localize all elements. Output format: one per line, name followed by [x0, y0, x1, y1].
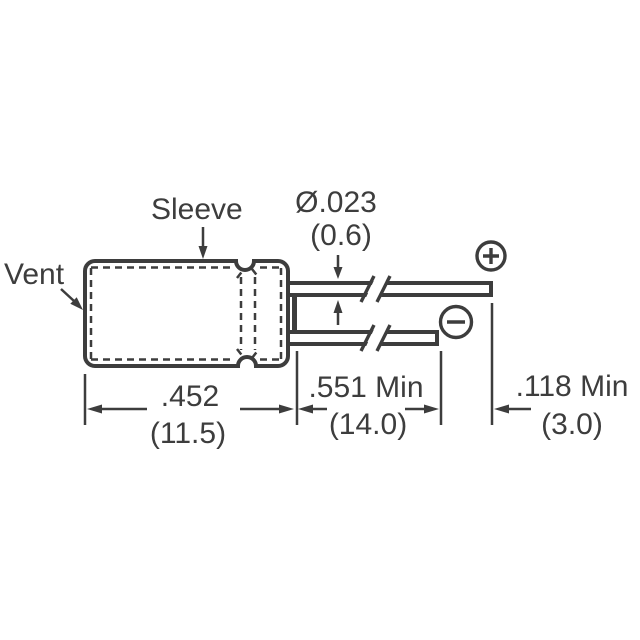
lead-diameter-inches: Ø.023: [295, 186, 377, 219]
negative-terminal-icon: [438, 304, 474, 340]
negative-lead-break-icon: [359, 324, 392, 353]
lead-diameter-arrows: [333, 255, 343, 325]
sleeve-arrow: [198, 227, 208, 259]
lead-length-inches: .551 Min: [308, 371, 424, 404]
positive-lead: [284, 281, 493, 297]
body-length-inches: .452: [160, 380, 220, 413]
vent-arrow: [60, 288, 83, 310]
capacitor-body-outline: [83, 259, 290, 368]
positive-terminal-icon: [475, 240, 507, 272]
negative-lead: [284, 330, 439, 346]
sleeve-label: Sleeve: [151, 193, 243, 226]
sleeve-dashed-outline: [89, 266, 283, 361]
crimp-dashed-lines: [236, 268, 260, 359]
lead-length-mm: (14.0): [328, 408, 408, 441]
lead-length-dimension-line: [298, 404, 439, 414]
body-length-mm: (11.5): [149, 417, 227, 450]
positive-lead-break-icon: [359, 275, 392, 304]
extension-lines: [83, 303, 494, 425]
body-length-dimension-line: [87, 404, 294, 414]
lead-tip-mm: (3.0): [541, 408, 603, 441]
lead-tip-inches: .118 Min: [515, 370, 629, 403]
lead-diameter-mm: (0.6): [310, 219, 372, 252]
lead-tip-dimension-line: [494, 404, 531, 414]
vent-label: Vent: [4, 258, 65, 291]
